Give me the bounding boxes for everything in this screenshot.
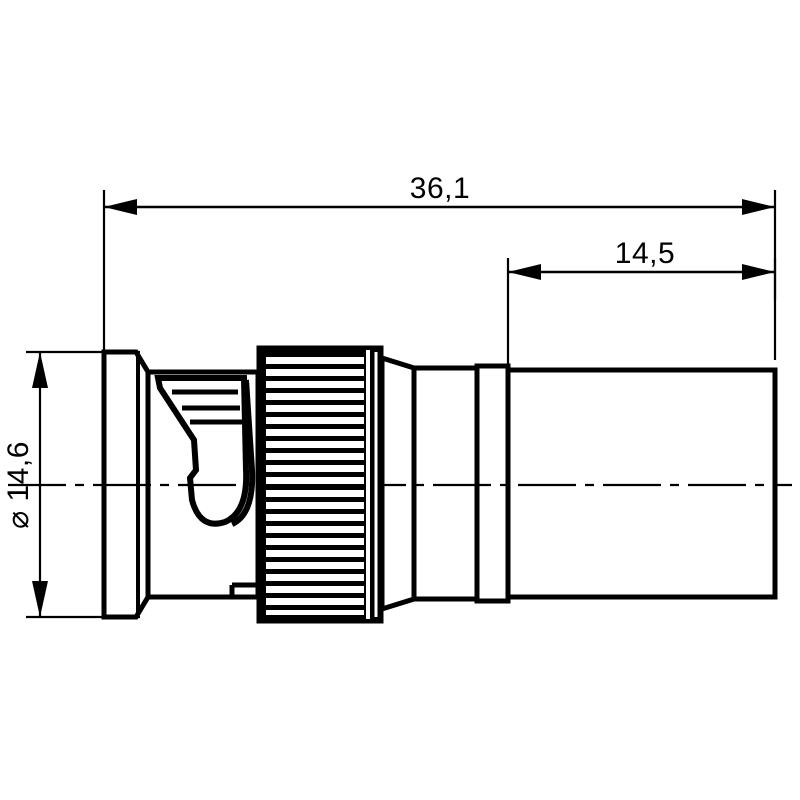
mid-body-cylinder	[411, 365, 480, 602]
overall-length-label: 36,1	[410, 172, 470, 205]
arrowhead-left	[104, 199, 137, 215]
knurled-coupling-nut	[256, 345, 384, 624]
arrowhead-bottom	[32, 581, 48, 617]
bayonet-barrel	[148, 369, 261, 600]
front-flange	[101, 349, 151, 620]
rear-crimp-ferrule	[505, 367, 778, 600]
arrowhead-left	[508, 264, 541, 280]
arrowhead-top	[32, 352, 48, 388]
body-shoulder	[379, 354, 417, 613]
bayonet-slot	[154, 375, 256, 527]
overall-length-dimension: 36,1	[102, 172, 777, 360]
ferrule-collar	[474, 363, 511, 604]
arrowhead-right	[742, 199, 775, 215]
knurl-ridges	[266, 357, 364, 615]
arrowhead-right	[742, 264, 775, 280]
rear-body-length-dimension: 14,5	[506, 237, 777, 368]
rear-body-length-label: 14,5	[615, 237, 675, 270]
